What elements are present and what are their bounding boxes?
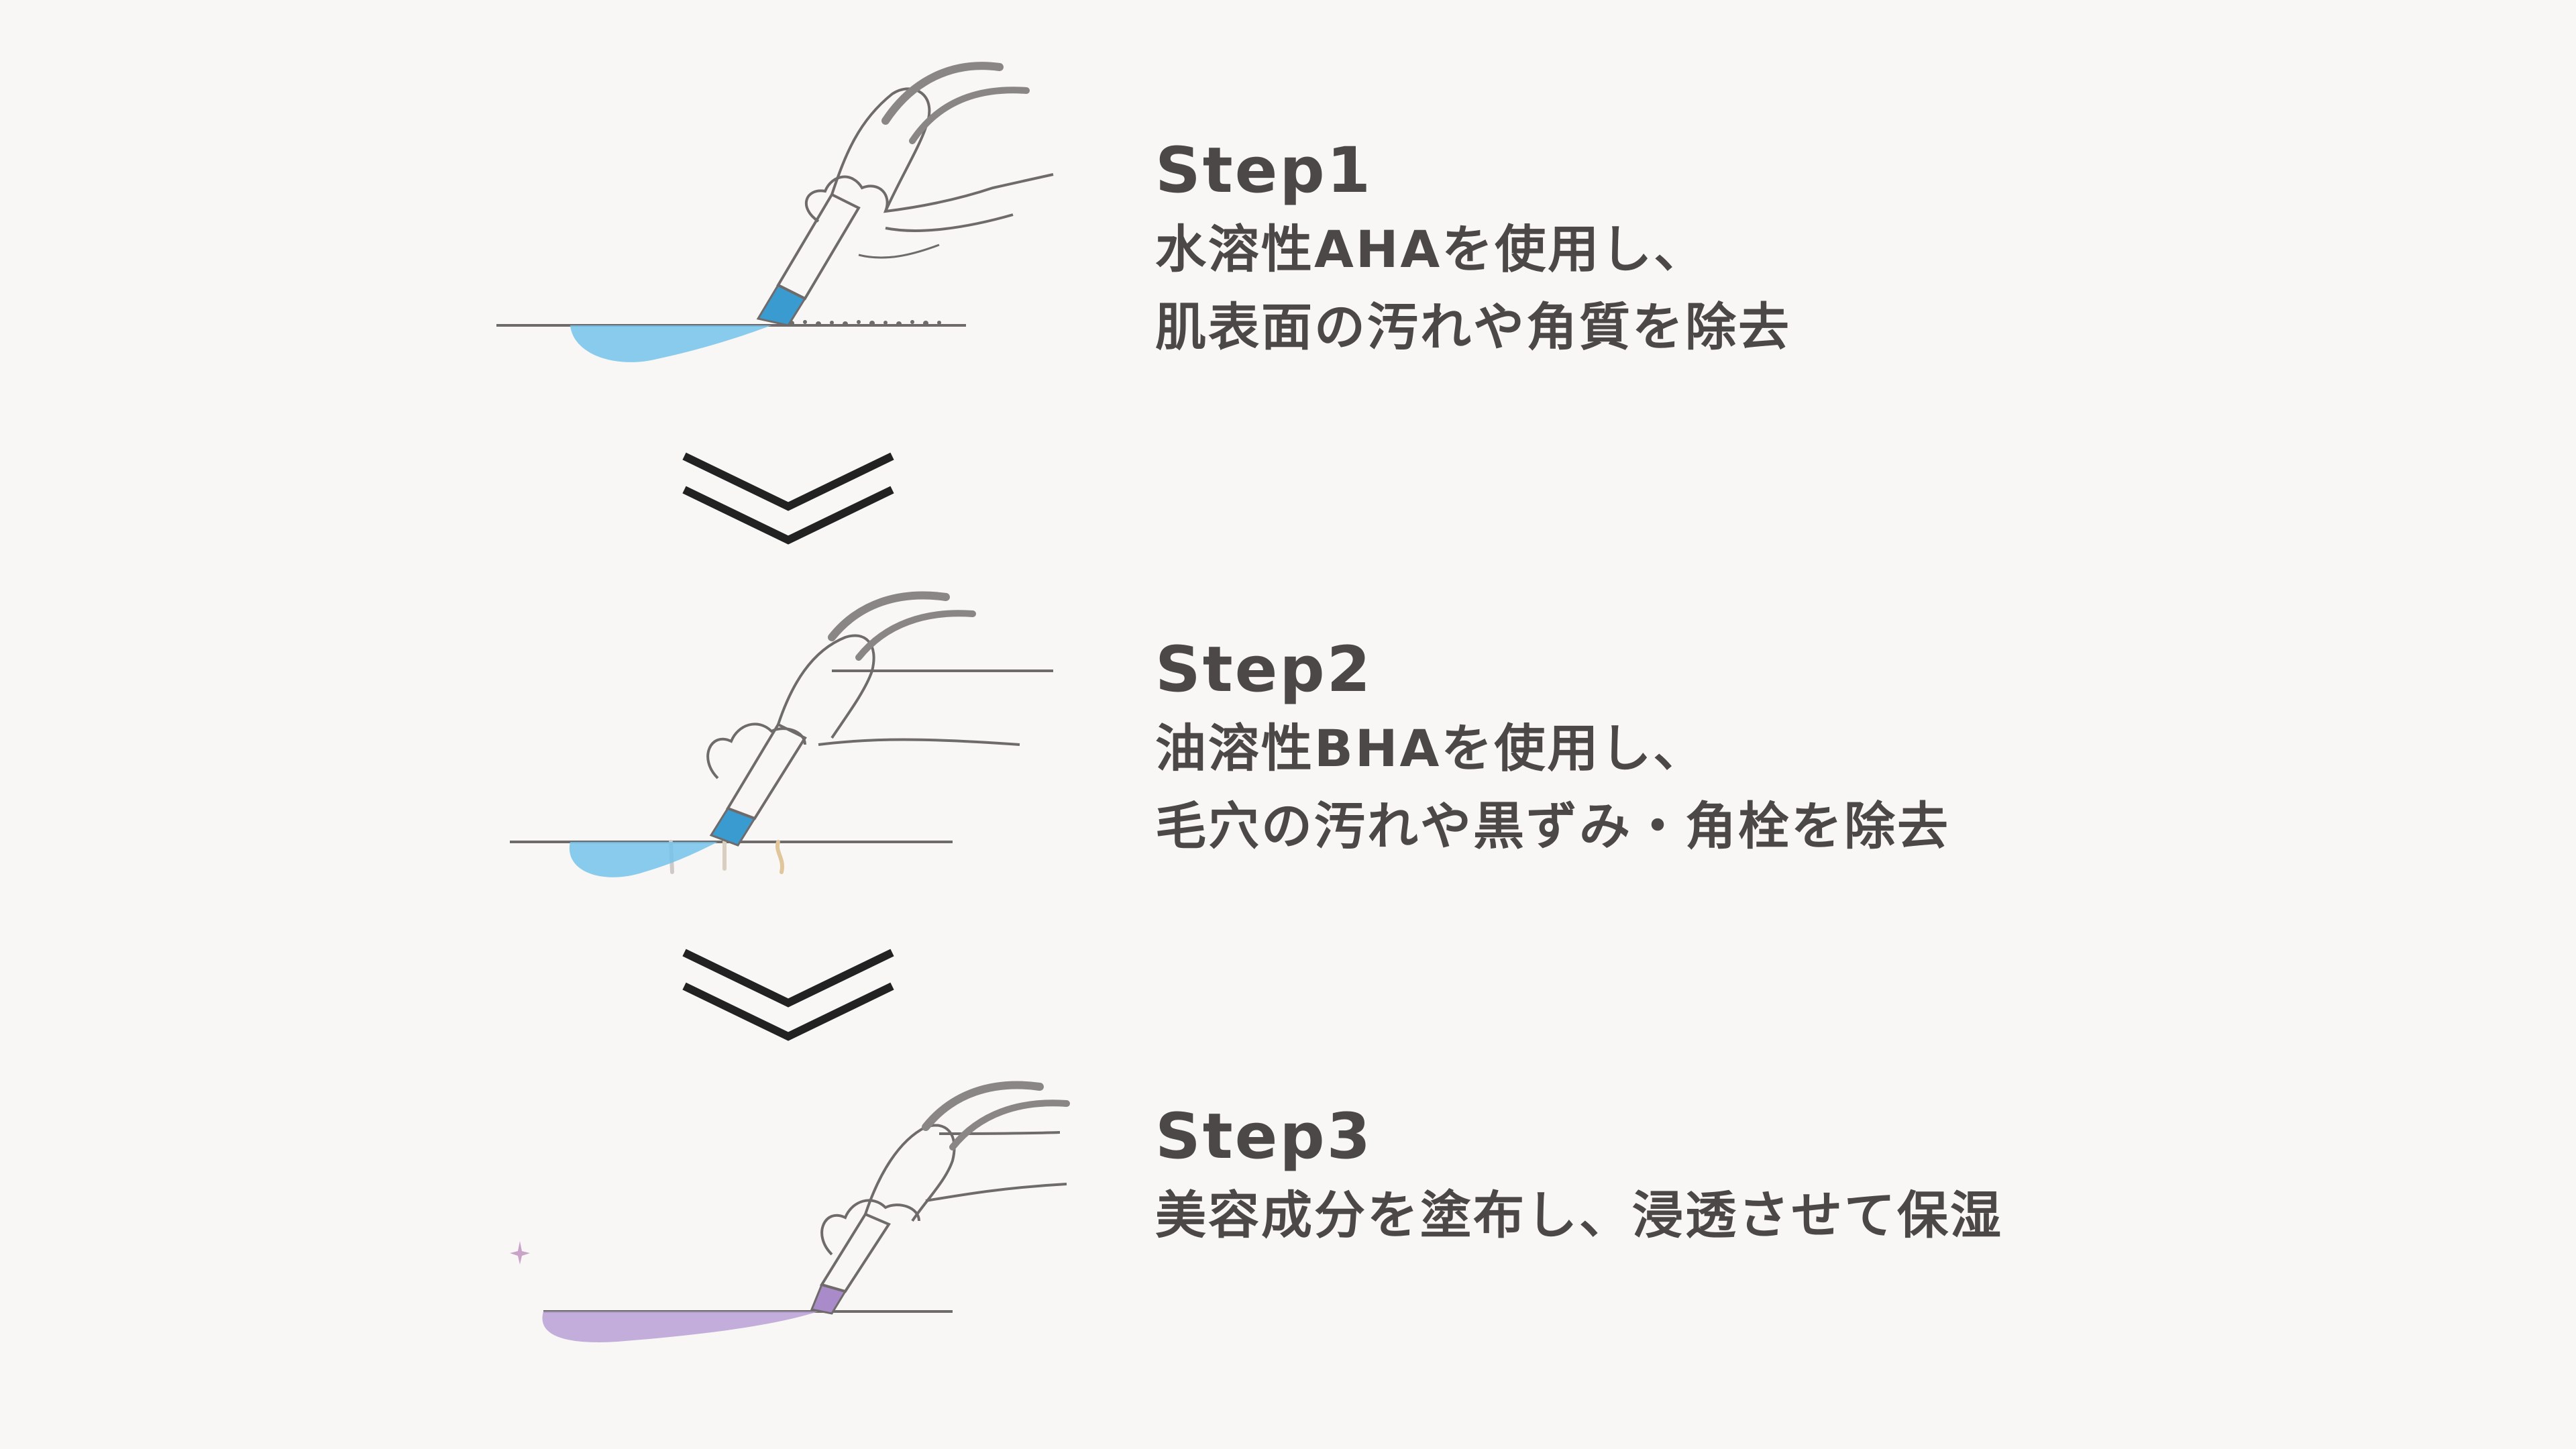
step1-line2: 肌表面の汚れや角質を除去: [1155, 297, 1791, 357]
step2-text: Step2 油溶性BHAを使用し、 毛穴の汚れや黒ずみ・角栓を除去: [1155, 631, 1950, 865]
step1-line1: 水溶性AHAを使用し、: [1155, 219, 1707, 279]
step2-hand-applicator-icon: [510, 591, 1053, 877]
double-chevron-down-icon: [682, 949, 894, 1041]
double-chevron-down-icon: [682, 452, 894, 545]
step2-line1: 油溶性BHAを使用し、: [1155, 718, 1707, 778]
liquid-splash: [570, 325, 771, 362]
step3-hand-applicator-icon: [510, 1081, 1070, 1342]
step1-text: Step1 水溶性AHAを使用し、 肌表面の汚れや角質を除去: [1155, 131, 1791, 366]
step2-line2: 毛穴の汚れや黒ずみ・角栓を除去: [1155, 796, 1950, 856]
step2-label: Step2: [1155, 633, 1373, 706]
step3-label: Step3: [1155, 1100, 1373, 1173]
step1-label: Step1: [1155, 134, 1373, 207]
step3-line1: 美容成分を塗布し、浸透させて保湿: [1155, 1185, 2003, 1245]
step1-hand-applicator-icon: [496, 62, 1054, 362]
step3-text: Step3 美容成分を塗布し、浸透させて保湿: [1155, 1097, 2003, 1254]
